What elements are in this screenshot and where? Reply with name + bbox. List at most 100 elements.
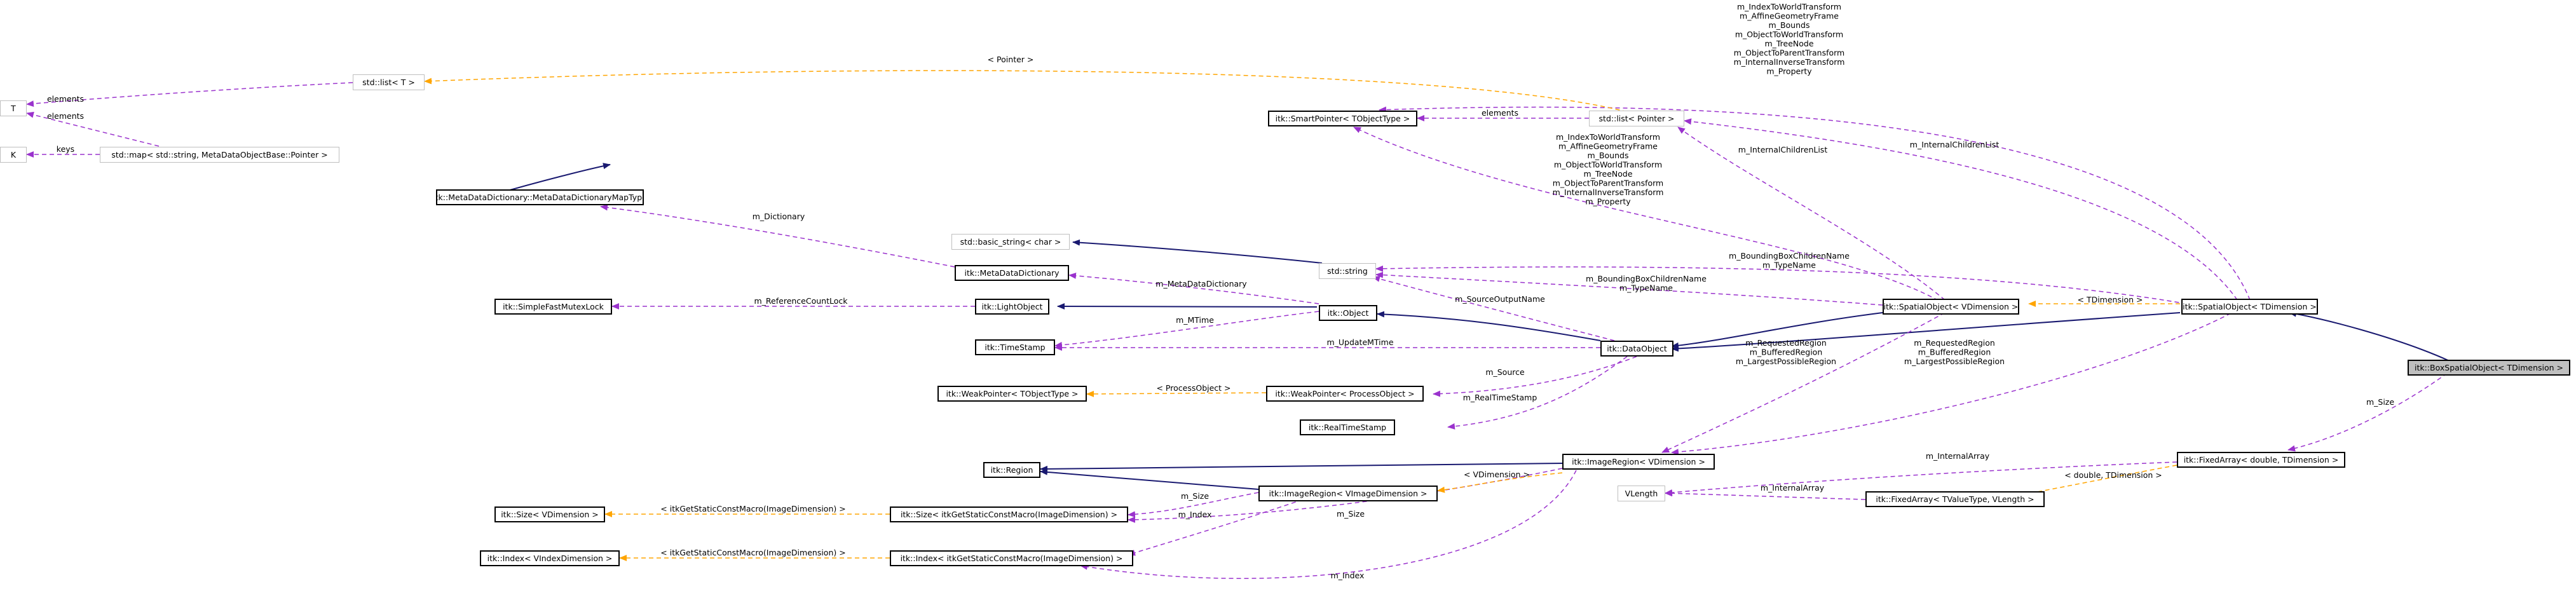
node-fixed-array-t[interactable]: itk::FixedArray< TValueType, VLength > [1865,491,2045,507]
label-elements-t2: elements [47,111,84,121]
label-metadata-dictionary: m_MetaDataDictionary [1155,279,1247,289]
label-reference-count-lock: m_ReferenceCountLock [754,296,848,306]
label-updated-mtime: m_UpdateMTime [1326,337,1393,347]
node-light-object[interactable]: itk::LightObject [975,299,1049,315]
label-mtime: m_MTime [1176,315,1214,325]
label-elements: elements [1482,108,1518,118]
node-object[interactable]: itk::Object [1319,305,1377,321]
edge-internal-array-2 [1665,490,1866,500]
node-metadata-map-type[interactable]: itk::MetaDataDictionary::MetaDataDiction… [436,189,644,205]
label-tdimension: < TDimension > [2078,295,2143,304]
label-macro-index: < itkGetStaticConstMacro(ImageDimension)… [660,548,845,557]
edge-label-line: m_ObjectToWorldTransform [1735,30,1843,39]
node-region[interactable]: itk::Region [983,462,1040,478]
node-spatial-object-v[interactable]: itk::SpatialObject< VDimension > [1883,299,2019,315]
label-internal-children-1: m_InternalChildrenList [1910,140,2000,149]
edge-label-line: m_IndexToWorldTransform [1737,2,1841,11]
node-vlength[interactable]: VLength [1618,486,1665,501]
edge-internal-children-1 [1684,118,2238,301]
node-index-v[interactable]: itk::Index< VIndexDimension > [480,550,620,566]
node-image-region-v[interactable]: itk::ImageRegion< VDimension > [1562,454,1715,470]
node-metadata-dictionary[interactable]: itk::MetaDataDictionary [955,265,1069,281]
edge-internal-array-1 [1665,461,2177,496]
node-data-object[interactable]: itk::DataObject [1600,341,1673,357]
label-internal-array-2: m_InternalArray [1761,483,1825,493]
label-size-3: m_Size [2366,397,2394,407]
edge-label-line: m_Property [1585,197,1631,207]
edge-label-line: m_ObjectToParentTransform [1734,48,1845,58]
edge-label-line: m_IndexToWorldTransform [1556,132,1660,142]
edge-label-line: m_TreeNode [1583,169,1632,179]
node-k[interactable]: K [0,147,27,163]
node-smart-pointer[interactable]: itk::SmartPointer< TObjectType > [1268,111,1417,126]
node-fixed-array-d[interactable]: itk::FixedArray< double, TDimension > [2177,452,2345,468]
edge-vdimension-template [1437,472,1563,493]
label-real-timestamp: m_RealTimeStamp [1463,393,1537,402]
edge-label-line: m_AffineGeometryFrame [1740,11,1839,21]
edge-size-1 [1128,492,1259,518]
node-real-timestamp[interactable]: itk::RealTimeStamp [1300,419,1395,435]
edge-box-to-spatial-object [2289,310,2450,362]
edge-mtime [1054,311,1319,348]
edge-label-line: m_Property [1766,67,1812,76]
edge-object-to-light-object [1057,303,1318,310]
edge-metadata-dictionary [1068,272,1319,304]
edge-label-line: m_AffineGeometryFrame [1558,142,1658,151]
node-size-macro[interactable]: itk::Size< itkGetStaticConstMacro(ImageD… [890,506,1128,522]
node-std-list-t[interactable]: std::list< T > [353,74,425,90]
edge-label-line: m_BoundingBoxChildrenName [1729,251,1850,261]
edge-label-line: m_TypeName [1619,283,1673,293]
edge-regions-1 [1671,313,2232,456]
node-std-list-pointer[interactable]: std::list< Pointer > [1589,111,1684,126]
edge-spatial-object-t-to-data-object [1671,312,2181,352]
node-timestamp[interactable]: itk::TimeStamp [975,339,1055,355]
node-size-v[interactable]: itk::Size< VDimension > [494,506,605,522]
node-t[interactable]: T [0,100,27,116]
edge-index-1 [1128,499,1304,556]
edge-smart-pointer-members [1379,106,2251,301]
edge-pointer-template [424,70,1628,112]
node-basic-string[interactable]: std::basic_string< char > [951,234,1070,250]
edge-source-output-name [1372,276,1615,341]
label-pointer: < Pointer > [988,55,1034,64]
label-index-2: m_Index [1331,571,1365,580]
label-process-object: < ProcessObject > [1156,383,1230,393]
edge-spatial-object-v-to-data-object [1671,312,1883,349]
edge-label-line: m_LargestPossibleRegion [1904,357,2005,366]
node-box-spatial-object[interactable]: itk::BoxSpatialObject< TDimension > [2408,360,2570,376]
label-index-1: m_Index [1178,510,1212,519]
node-weak-pointer-t[interactable]: itk::WeakPointer< TObjectType > [937,386,1087,402]
edge-label-line: m_RequestedRegion [1745,338,1827,348]
node-simple-fast-mutex-lock[interactable]: itk::SimpleFastMutexLock [494,299,612,315]
label-vdimension: < VDimension > [1464,470,1530,479]
node-weak-pointer-p[interactable]: itk::WeakPointer< ProcessObject > [1266,386,1424,402]
node-spatial-object-t[interactable]: itk::SpatialObject< TDimension > [2181,299,2318,315]
edge-bbox-children-2 [1375,271,1883,306]
edge-source [1433,356,1637,397]
node-std-map[interactable]: std::map< std::string, MetaDataObjectBas… [100,147,339,163]
edge-box-size [2287,368,2454,452]
edge-std-string-to-basic-string [1072,239,1323,264]
node-index-macro[interactable]: itk::Index< itkGetStaticConstMacro(Image… [890,550,1133,566]
label-internal-array-1: m_InternalArray [1926,451,1990,461]
node-image-region-vi[interactable]: itk::ImageRegion< VImageDimension > [1258,486,1438,501]
edge-label-line: m_Bounds [1769,20,1810,30]
edge-smart-pointer-members-2 [1353,126,1946,305]
label-macro-size: < itkGetStaticConstMacro(ImageDimension)… [660,504,845,513]
node-std-string[interactable]: std::string [1319,263,1376,279]
edge-regions-2 [1661,312,1946,453]
edge-map-elements [26,111,160,147]
edge-label-line: m_BufferedRegion [1918,348,1991,357]
edge-label-line: m_InternalInverseTransform [1734,57,1845,67]
label-keys: keys [57,144,74,154]
edge-image-region-v-to-region [1040,463,1563,472]
edge-label-line: m_Bounds [1588,151,1629,160]
